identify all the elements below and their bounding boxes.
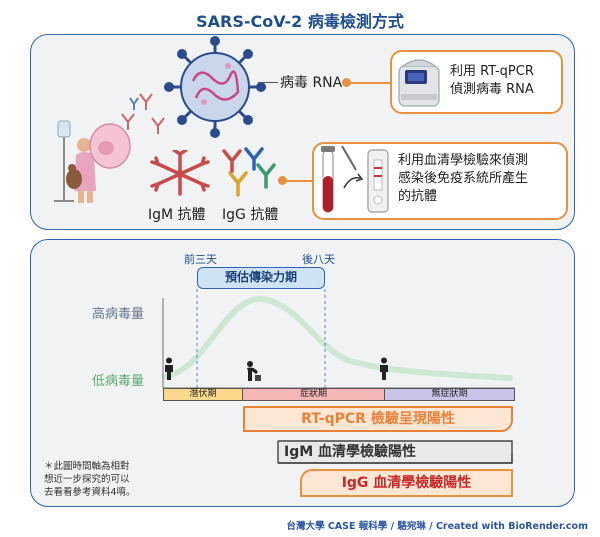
person-standing-icon <box>165 357 173 380</box>
pcr-connector-dot <box>342 78 351 87</box>
phase-incubation: 潛伏期 <box>163 388 243 401</box>
igg-antibody-icon <box>222 147 276 197</box>
iv-drip-patient-icon <box>54 120 96 203</box>
virus-icon <box>164 36 266 138</box>
page-title: SARS-CoV-2 病毒檢測方式 <box>196 12 404 31</box>
rtqpcr-positive-bar: RT-qPCR 檢驗呈現陽性 <box>243 406 513 432</box>
pcr-machine-icon <box>398 59 440 107</box>
person-recovered-icon <box>380 357 388 380</box>
person-sick-icon <box>247 361 261 381</box>
igg-positive-bar: IgG 血清學檢驗陽性 <box>300 469 513 497</box>
test-kit-icon <box>341 146 389 213</box>
igm-antibody-icon <box>150 150 210 196</box>
igm-antibody-label: IgM 抗體 <box>148 207 206 223</box>
igm-positive-wedge <box>277 440 513 464</box>
virus-pointer-line <box>258 82 278 83</box>
igm-positive-label: IgM 血清學檢驗陽性 <box>284 444 417 460</box>
infected-cell-icon <box>89 123 131 169</box>
before-days-label: 前三天 <box>184 253 217 266</box>
pcr-connector-line <box>346 82 390 84</box>
serology-connector-line <box>282 180 312 182</box>
viral-load-curve <box>162 296 513 381</box>
credit-line: 台灣大學 CASE 報科學 / 駱宛琳 / Created with BioRe… <box>286 521 588 532</box>
phase-symptomatic: 症狀期 <box>243 388 385 401</box>
antibody-cluster-icon <box>121 93 165 134</box>
serology-method-text: 利用血清學檢驗來偵測 感染後免疫系統所產生 的抗體 <box>398 153 529 204</box>
serology-method-box <box>312 142 568 220</box>
pcr-method-text: 利用 RT-qPCR 偵測病毒 RNA <box>450 64 534 97</box>
igg-antibody-label: IgG 抗體 <box>222 207 279 223</box>
timeline-note: ＊此圖時間軸為相對 想近一步探究的可以 去看看參考資料4唷。 <box>44 461 136 498</box>
infectious-period-box: 預估傳染力期 <box>197 267 325 289</box>
after-days-label: 後八天 <box>302 253 335 266</box>
blood-tube-icon <box>321 146 335 213</box>
low-viral-load-label: 低病毒量 <box>92 374 145 389</box>
phase-asymptomatic: 無症狀期 <box>385 388 515 401</box>
high-viral-load-label: 高病毒量 <box>92 307 145 322</box>
virus-rna-label: 病毒 RNA <box>280 75 343 91</box>
serology-connector-dot <box>278 176 287 185</box>
